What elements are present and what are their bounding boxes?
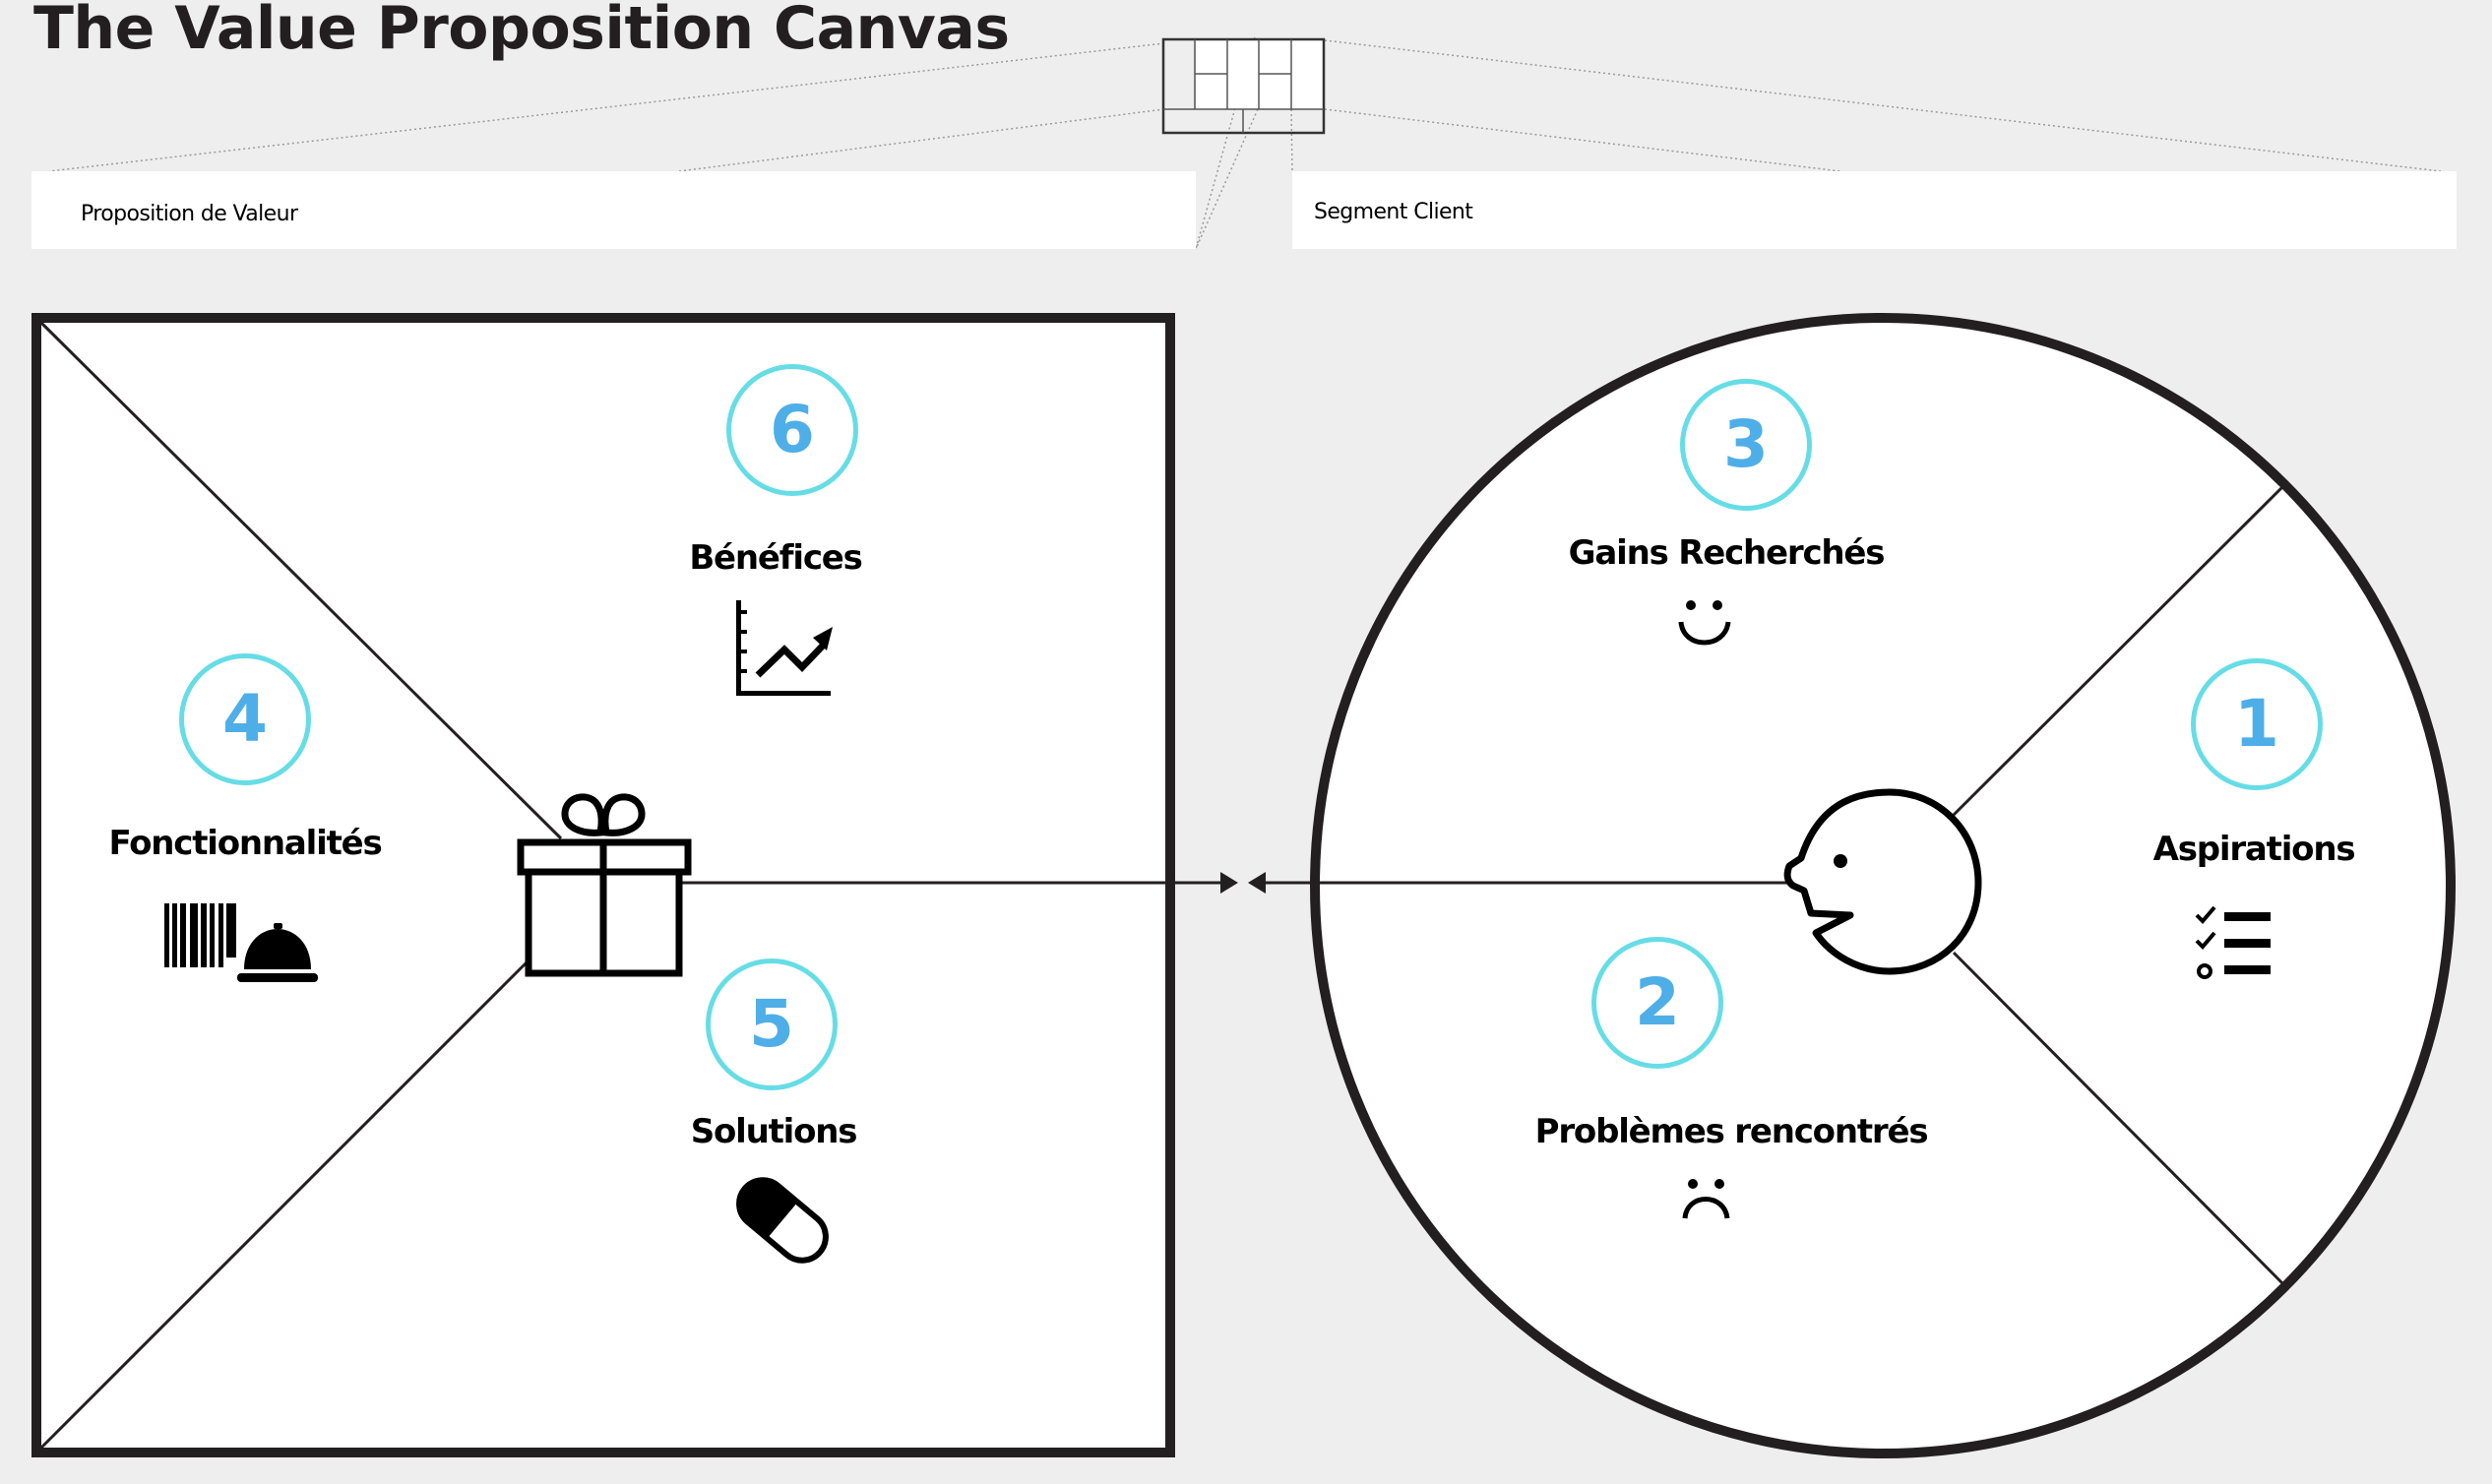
page-title: The Value Proposition Canvas (33, 0, 1010, 63)
badge-number: 4 (222, 681, 268, 757)
barcode-service-bell-icon (164, 903, 318, 982)
value-map-square (31, 313, 1238, 1457)
checklist-icon (2195, 905, 2271, 979)
label-benefices: Bénéfices (689, 538, 863, 578)
sad-face-icon (1682, 1179, 1730, 1219)
label-solutions: Solutions (690, 1112, 858, 1151)
smiley-face-icon (1678, 600, 1731, 646)
badge-solutions: 5 (706, 958, 838, 1090)
rising-chart-icon (736, 600, 833, 696)
value-proposition-label: Proposition de Valeur (81, 202, 298, 226)
customer-segment-label: Segment Client (1314, 200, 1473, 224)
badge-number: 3 (1723, 406, 1769, 482)
badge-number: 5 (749, 986, 794, 1062)
guide-lines (48, 36, 2442, 250)
label-aspirations: Aspirations (2152, 830, 2356, 869)
label-gains: Gains Recherchés (1568, 533, 1886, 573)
label-fonctionnalites: Fonctionnalités (108, 824, 382, 863)
canvas-thumbnail-icon (1161, 37, 1326, 135)
badge-benefices: 6 (726, 364, 858, 496)
badge-problemes: 2 (1591, 937, 1723, 1069)
label-problemes: Problèmes rencontrés (1534, 1112, 1929, 1151)
customer-head-icon (1783, 788, 1982, 975)
pill-capsule-icon (736, 1177, 829, 1264)
badge-number: 2 (1635, 964, 1680, 1040)
badge-fonctionnalites: 4 (179, 653, 311, 785)
badge-number: 6 (770, 392, 815, 467)
value-proposition-header: Proposition de Valeur (31, 171, 1196, 249)
gift-box-icon (517, 793, 692, 977)
badge-gains: 3 (1680, 379, 1812, 511)
badge-aspirations: 1 (2191, 658, 2323, 790)
customer-segment-header: Segment Client (1292, 171, 2457, 249)
badge-number: 1 (2234, 686, 2279, 762)
